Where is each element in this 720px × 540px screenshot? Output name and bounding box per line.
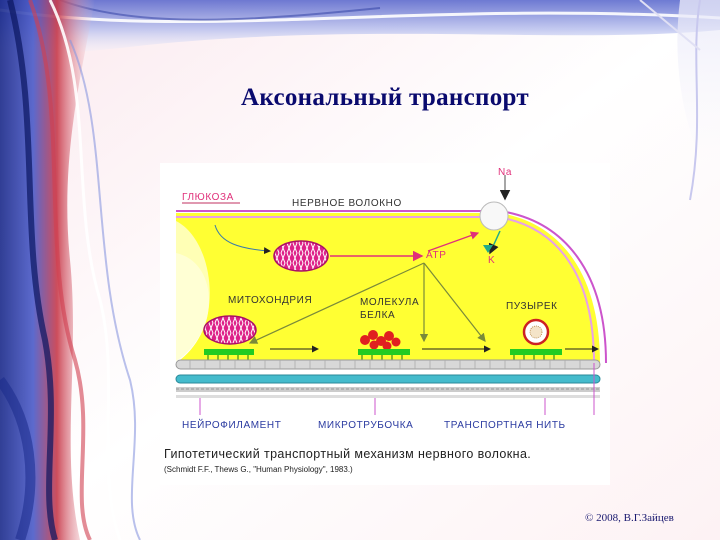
axonal-transport-figure: ГЛЮКОЗА НЕРВНОЕ ВОЛОКНО Na АТР K МИТОХОН…	[160, 163, 610, 485]
protein-label-line2: БЕЛКА	[360, 310, 396, 321]
mitochondria-label: МИТОХОНДРИЯ	[228, 295, 313, 306]
protein-label-line1: МОЛЕКУЛА	[360, 297, 420, 308]
neurofilament-label: НЕЙРОФИЛАМЕНТ	[182, 420, 282, 431]
na-label: Na	[498, 167, 512, 178]
transport-filament	[175, 374, 601, 384]
mitochondrion-upper	[273, 240, 329, 272]
glucose-label: ГЛЮКОЗА	[182, 192, 234, 203]
transport-filament-label: ТРАНСПОРТНАЯ НИТЬ	[444, 420, 566, 431]
transport-bar	[204, 349, 254, 355]
axon-diagram	[175, 175, 607, 415]
microtubule	[175, 359, 601, 370]
protein-molecule	[360, 330, 401, 351]
transport-bar	[510, 349, 562, 355]
membrane-outer	[176, 210, 607, 364]
mitochondrion-lower	[203, 315, 257, 345]
figure-caption: Гипотетический транспортный механизм нер…	[164, 447, 532, 461]
figure-reference: (Schmidt F.F., Thews G., "Human Physiolo…	[164, 465, 353, 474]
ion-pump	[479, 201, 509, 231]
atp-label: АТР	[426, 250, 447, 261]
membrane-inner	[176, 216, 595, 364]
slide-title: Аксональный транспорт	[241, 84, 529, 111]
microtubule-label: МИКРОТРУБОЧКА	[318, 420, 414, 431]
vesicle-label: ПУЗЫРЕК	[506, 301, 558, 312]
transport-bar	[358, 349, 410, 355]
copyright-notice: © 2008, В.Г.Зайцев	[585, 512, 674, 524]
neurofilament	[176, 387, 600, 392]
k-label: K	[488, 255, 496, 266]
nerve-fiber-label: НЕРВНОЕ ВОЛОКНО	[292, 198, 402, 209]
